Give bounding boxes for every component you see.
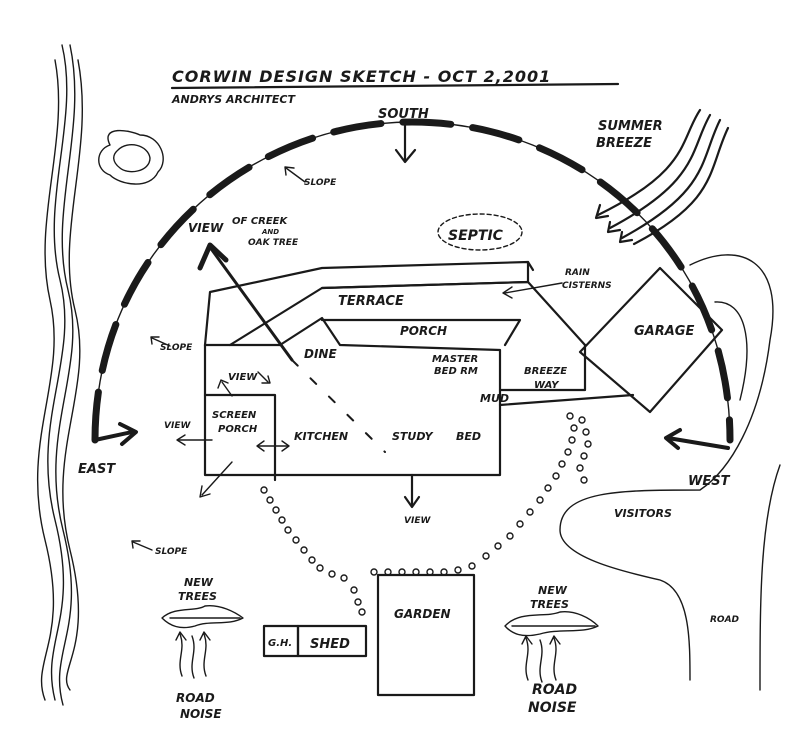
oak-tree-icon [98,129,164,185]
road-noise-left-1: ROAD [176,691,215,705]
garden-outline [376,573,476,697]
summer-breeze-label-1: SUMMER [598,119,663,134]
shed-label: SHED [310,637,350,652]
slope-label-top: SLOPE [304,178,337,188]
new-trees-left-icon [161,604,244,629]
septic-boundary [437,213,523,251]
slope-label-bottom: SLOPE [155,547,188,557]
slope-arrow-left-icon [150,336,171,347]
kitchen-passage-arrow-icon [256,440,290,452]
road-noise-right-2: NOISE [528,700,577,716]
road-edge [559,254,781,691]
room-bed: BED [456,430,481,443]
room-study: STUDY [392,430,434,443]
screen-porch-arrow-icon [199,461,233,498]
road-label: ROAD [710,615,740,625]
terrace-label: TERRACE [338,294,404,309]
new-trees-right-1: NEW [538,584,568,597]
view-creek-label-1: VIEW [188,221,224,235]
room-breezeway-1: BREEZE [524,366,567,377]
visitors-label: VISITORS [614,507,672,520]
road-noise-left-2: NOISE [180,707,222,721]
compass-south: SOUTH [378,107,429,122]
view-porch-label: VIEW [228,372,258,383]
stepping-stone-path [260,412,592,616]
room-screen-1: SCREEN [212,410,257,421]
garage-label: GARAGE [634,324,694,339]
road-noise-right-1: ROAD [532,682,577,698]
slope-arrow-bottom-icon [131,540,153,551]
room-breezeway-2: WAY [534,380,560,391]
new-trees-left-2: TREES [178,590,217,603]
new-trees-right-2: TREES [530,598,569,611]
view-creek-arrow-icon [197,242,386,453]
rain-cisterns-label-1: RAIN [565,268,590,278]
view-creek-label-3: AND [261,228,279,236]
new-trees-right-icon [504,611,599,637]
view-left-label: VIEW [164,421,191,431]
room-screen-2: PORCH [218,424,258,435]
greenhouse-label: G.H. [268,638,292,649]
compass-east: EAST [78,462,116,477]
view-porch-arrows-icon [217,371,271,397]
room-mud: MUD [480,392,509,405]
house-outline [203,316,635,482]
architect-name: ANDRYS ARCHITECT [171,93,296,106]
garden-label: GARDEN [394,607,451,621]
room-master-2: BED RM [434,366,478,377]
septic-label: SEPTIC [448,228,504,244]
breeze-arrows-icon [594,108,730,246]
rain-cistern-arrow-icon [502,282,563,299]
slope-label-left: SLOPE [160,343,193,353]
view-left-arrow-icon [176,434,213,446]
south-arrow-icon [394,118,417,164]
summer-breeze-label-2: BREEZE [596,136,652,151]
new-trees-left-1: NEW [184,576,214,589]
compass-west: WEST [688,474,731,489]
shed-outline [296,624,368,658]
title-underline [170,82,620,90]
creek [36,44,84,706]
porch-label: PORCH [400,324,447,338]
porch-outline [320,280,587,347]
east-arrow-icon [93,422,138,446]
road-noise-right-arrows-icon [521,635,561,683]
sketch-title: CORWIN DESIGN SKETCH - OCT 2,2001 [172,67,551,86]
room-kitchen: KITCHEN [294,430,348,443]
road-noise-left-arrows-icon [175,631,211,679]
slope-arrow-top-icon [284,166,306,183]
rain-cisterns-label-2: CISTERNS [562,281,612,291]
view-bottom-label: VIEW [404,516,431,526]
site-boundary-arc [91,118,734,444]
west-arrow-icon [664,428,730,450]
view-creek-label-4: OAK TREE [248,238,299,248]
room-master-1: MASTER [432,354,478,365]
room-dine: DINE [304,347,337,361]
view-creek-label-2: OF CREEK [232,216,289,227]
site-boundary-arc-outline [94,121,731,441]
garage-outline [578,266,724,414]
view-bottom-arrow-icon [403,473,421,509]
